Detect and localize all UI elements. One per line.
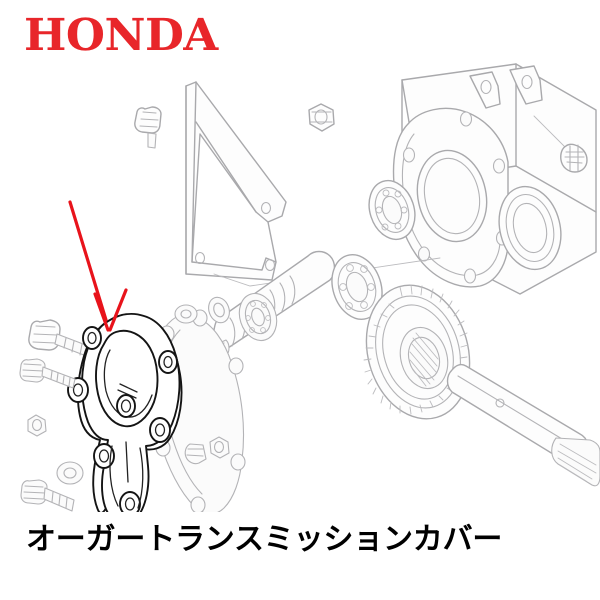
honda-logo-wordmark: HONDA — [24, 10, 218, 61]
product-caption: オーガートランスミッションカバー — [26, 520, 586, 562]
oil-plug-part — [560, 143, 588, 173]
flange-bolt-upper — [134, 106, 162, 149]
washer-left — [56, 461, 84, 485]
plug-gasket-lower — [184, 443, 207, 465]
ball-bearing-lower — [331, 254, 383, 320]
worm-gear — [363, 284, 471, 420]
auger-transmission-cover — [67, 312, 183, 512]
exploded-parts-diagram: .ln { fill:none; stroke:#a9a9ac; stroke-… — [0, 62, 600, 512]
flange-bolt-cover-upper — [19, 358, 76, 389]
callout-arrow — [68, 200, 128, 332]
washer-gasket-area — [174, 304, 198, 324]
auger-output-shaft — [446, 363, 600, 487]
oil-seal-small — [208, 296, 230, 324]
hex-nut-upper — [308, 103, 335, 132]
mounting-bracket-plate — [185, 81, 441, 287]
ball-bearing-upper — [368, 179, 416, 241]
hex-nut-left-lower — [27, 414, 47, 437]
honda-logo: HONDA — [24, 12, 280, 60]
hex-nut-gasket-lower — [209, 436, 230, 459]
bearing-small-gasket — [238, 292, 278, 342]
flange-bolt-cover-lower — [20, 479, 75, 512]
transmission-housing-group — [392, 63, 597, 295]
product-caption-text: オーガートランスミッションカバー — [26, 522, 503, 557]
